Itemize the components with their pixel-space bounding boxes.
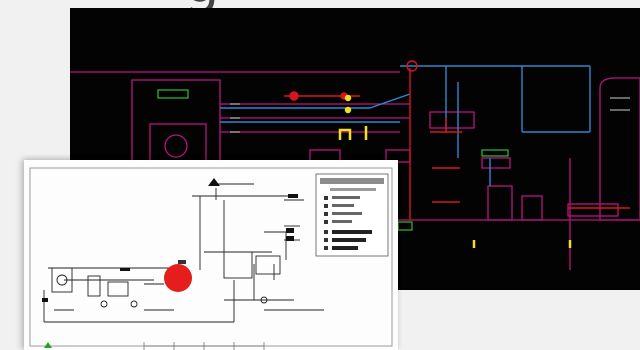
dark-pump-symbol	[164, 134, 188, 158]
light-pump-box	[255, 255, 281, 275]
dark-label-box	[481, 157, 511, 169]
dark-green-tag-2	[397, 221, 413, 231]
dark-schematic-svg	[70, 60, 640, 270]
dark-red-valve-top	[406, 60, 418, 72]
light-heat-exchanger	[223, 251, 253, 279]
dark-yellow-fitting-1	[338, 128, 352, 140]
light-left-equipment	[51, 267, 73, 293]
dark-tank-2	[521, 195, 543, 221]
light-scale-bar	[143, 342, 265, 350]
light-schematic-svg	[29, 167, 393, 350]
north-arrow-icon	[44, 342, 52, 348]
light-cad-diagram	[24, 160, 398, 350]
dark-instrument-box	[429, 111, 475, 129]
dark-column-vessel	[599, 77, 640, 221]
light-outlet-tag	[288, 194, 298, 198]
red-vessel-circle	[164, 264, 192, 292]
dark-tank-1	[487, 185, 513, 221]
light-valve-triangle	[208, 178, 220, 186]
light-legend-block	[315, 173, 389, 257]
page-title-fragment: g	[184, 0, 220, 12]
dark-green-tag-1	[157, 89, 189, 99]
